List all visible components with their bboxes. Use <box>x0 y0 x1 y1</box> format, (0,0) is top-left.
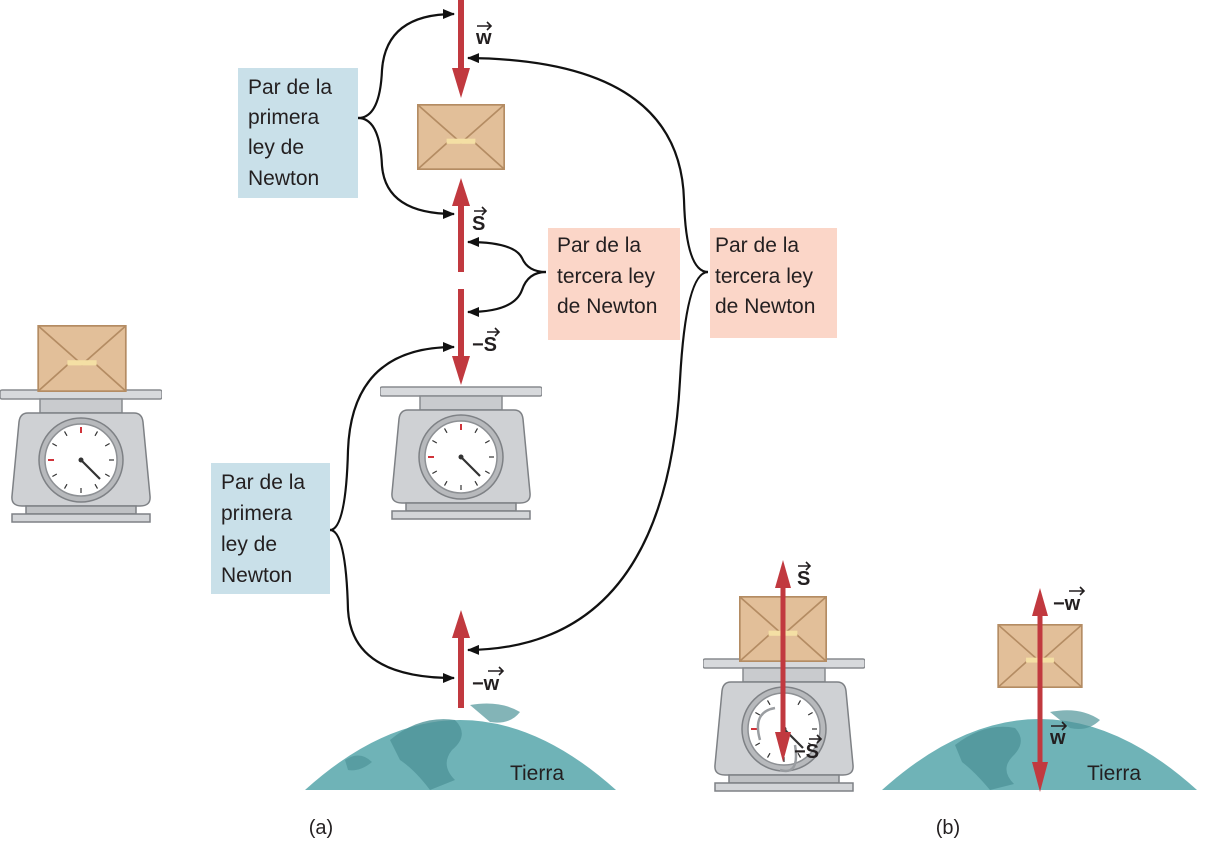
earth-label: Tierra <box>1087 762 1141 785</box>
earth-label: Tierra <box>510 762 564 785</box>
vector-label-neg-w: −w <box>472 666 505 695</box>
connector-lines <box>329 9 709 683</box>
force-arrow-b-neg-w <box>1032 588 1048 700</box>
force-arrow-s <box>452 178 470 272</box>
vector-label-b-neg-s: −S <box>794 734 823 763</box>
svg-text:w: w <box>1049 727 1066 749</box>
svg-text:−S: −S <box>794 741 819 763</box>
svg-text:−S: −S <box>472 334 497 356</box>
svg-text:Newton: Newton <box>248 167 319 190</box>
svg-text:w: w <box>475 27 492 49</box>
first-law-box-top: Par de la primera ley de Newton <box>238 68 358 198</box>
svg-text:de Newton: de Newton <box>557 295 657 318</box>
standalone-scale-group <box>0 325 162 524</box>
force-arrow-b-neg-s <box>775 665 791 762</box>
vector-label-neg-s: −S <box>472 327 501 356</box>
third-law-box-right: Par de la tercera ley de Newton <box>710 228 837 338</box>
svg-text:tercera ley: tercera ley <box>557 265 656 288</box>
svg-text:Par de la: Par de la <box>248 76 332 99</box>
svg-text:primera: primera <box>248 106 320 129</box>
force-arrow-b-w <box>1032 700 1048 792</box>
svg-text:Par de la: Par de la <box>557 234 641 257</box>
first-law-box-bottom: Par de la primera ley de Newton <box>211 463 330 594</box>
svg-text:primera: primera <box>221 502 293 525</box>
svg-text:ley de: ley de <box>221 533 277 556</box>
svg-text:Newton: Newton <box>221 564 292 587</box>
vector-label-b-w: w <box>1049 721 1068 749</box>
force-arrow-neg-s <box>452 289 470 385</box>
force-arrow-neg-w <box>452 610 470 708</box>
vector-label-s: S <box>472 206 488 235</box>
svg-text:tercera ley: tercera ley <box>715 265 814 288</box>
scale-icon <box>380 385 542 521</box>
svg-text:Par de la: Par de la <box>221 471 305 494</box>
scale-icon <box>0 388 162 524</box>
force-arrow-w <box>452 0 470 98</box>
svg-text:S: S <box>797 568 810 590</box>
svg-text:S: S <box>472 213 485 235</box>
caption-a: (a) <box>309 817 333 839</box>
earth-icon <box>305 703 616 790</box>
svg-text:de Newton: de Newton <box>715 295 815 318</box>
vector-label-b-s: S <box>797 561 812 590</box>
caption-b: (b) <box>936 817 960 839</box>
third-law-box-left: Par de la tercera ley de Newton <box>548 228 680 340</box>
svg-text:−w: −w <box>1053 593 1081 615</box>
force-arrow-b-s <box>775 560 791 665</box>
vector-label-w: w <box>475 21 493 49</box>
envelope-icon <box>37 325 127 392</box>
svg-text:−w: −w <box>472 673 500 695</box>
envelope-icon <box>416 104 506 170</box>
svg-text:ley de: ley de <box>248 136 304 159</box>
svg-text:Par de la: Par de la <box>715 234 799 257</box>
vector-label-b-neg-w: −w <box>1053 586 1086 615</box>
